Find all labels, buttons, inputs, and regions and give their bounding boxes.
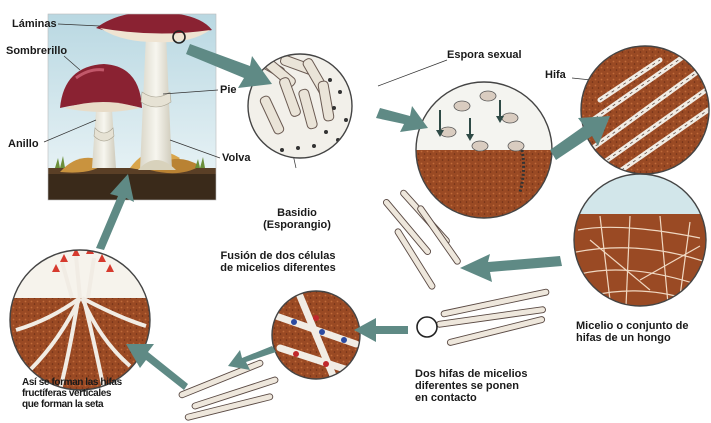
label-basidio-line2: (Esporangio) — [252, 219, 342, 231]
fruiting-hyphae-closeup — [10, 246, 150, 390]
label-micelio-line2: hifas de un hongo — [576, 332, 688, 344]
label-laminas: Láminas — [12, 18, 57, 30]
label-dos-hifas: Dos hifas de micelios diferentes se pone… — [415, 368, 527, 404]
label-pie: Pie — [220, 84, 237, 96]
label-fusion-line2: de micelios diferentes — [204, 262, 352, 274]
label-basidio-line1: Basidio — [252, 207, 342, 219]
label-dos-hifas-line1: Dos hifas de micelios — [415, 368, 527, 380]
spore-germination — [410, 80, 560, 220]
label-fusion: Fusión de dos células de micelios difere… — [204, 250, 352, 274]
label-volva: Volva — [222, 152, 251, 164]
mycelium-closeup — [570, 170, 710, 310]
label-sombrerillo: Sombrerillo — [6, 45, 67, 57]
label-asi-line3: que forman la seta — [22, 399, 122, 410]
label-espora-sexual: Espora sexual — [447, 49, 522, 61]
label-basidio: Basidio (Esporangio) — [252, 207, 342, 231]
label-fusion-line1: Fusión de dos células — [204, 250, 352, 262]
label-dos-hifas-line3: en contacto — [415, 392, 527, 404]
label-asi-line1: Así se forman las hifas — [22, 377, 122, 388]
label-dos-hifas-line2: diferentes se ponen — [415, 380, 527, 392]
cell-fusion-closeup — [270, 290, 362, 382]
label-micelio: Micelio o conjunto de hifas de un hongo — [576, 320, 688, 344]
label-anillo: Anillo — [8, 138, 39, 150]
label-hifa: Hifa — [545, 69, 566, 81]
label-micelio-line1: Micelio o conjunto de — [576, 320, 688, 332]
label-asi-line2: fructíferas verticales — [22, 388, 122, 399]
mushroom-scene — [48, 12, 216, 200]
label-asi-se-forman: Así se forman las hifas fructíferas vert… — [22, 377, 122, 410]
